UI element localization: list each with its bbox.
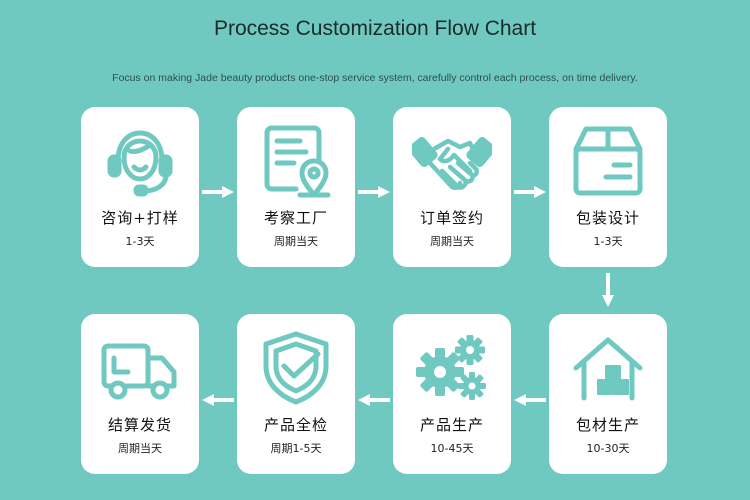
- arrow-right-icon: [514, 186, 546, 198]
- step-label: 咨询+打样: [101, 209, 179, 227]
- step-card-factory-visit: 考察工厂 周期当天: [237, 107, 355, 267]
- shield-check-icon: [263, 331, 329, 405]
- step-duration: 周期当天: [430, 235, 474, 248]
- step-card-consult: 咨询+打样 1-3天: [81, 107, 199, 267]
- arrow-right-icon: [202, 186, 234, 198]
- arrow-left-icon: [358, 394, 390, 406]
- arrow-left-icon: [514, 394, 546, 406]
- step-label: 包装设计: [575, 209, 640, 227]
- document-location-icon: [264, 125, 331, 198]
- arrow-right-icon: [358, 186, 390, 198]
- arrow-down-icon: [602, 273, 614, 307]
- page-title: Process Customization Flow Chart: [213, 17, 537, 40]
- arrow-left-icon: [202, 394, 234, 406]
- step-duration: 10-30天: [586, 442, 630, 455]
- step-card-packaging-design: 包装设计 1-3天: [549, 107, 667, 267]
- step-duration: 10-45天: [430, 442, 474, 455]
- step-card-packaging-production: 包材生产 10-30天: [549, 314, 667, 474]
- delivery-truck-icon: [101, 343, 177, 400]
- step-label: 产品生产: [419, 416, 484, 434]
- step-card-production: 产品生产 10-45天: [393, 314, 511, 474]
- step-card-contract: 订单签约 周期当天: [393, 107, 511, 267]
- gears-icon: [416, 335, 486, 400]
- headset-icon: [107, 130, 173, 197]
- step-label: 订单签约: [419, 209, 484, 227]
- handshake-icon: [412, 136, 492, 191]
- step-card-inspection: 产品全检 周期1-5天: [237, 314, 355, 474]
- step-label: 包材生产: [575, 416, 640, 434]
- step-label: 考察工厂: [263, 209, 328, 227]
- step-duration: 周期当天: [274, 235, 318, 248]
- step-card-shipping: 结算发货 周期当天: [81, 314, 199, 474]
- step-duration: 1-3天: [593, 235, 623, 248]
- step-duration: 周期1-5天: [270, 442, 322, 455]
- step-label: 产品全检: [263, 416, 328, 434]
- package-box-icon: [573, 126, 643, 196]
- page-subtitle: Focus on making Jade beauty products one…: [112, 72, 638, 84]
- warehouse-icon: [573, 337, 643, 401]
- step-duration: 1-3天: [125, 235, 155, 248]
- step-duration: 周期当天: [118, 442, 162, 455]
- step-label: 结算发货: [107, 416, 172, 434]
